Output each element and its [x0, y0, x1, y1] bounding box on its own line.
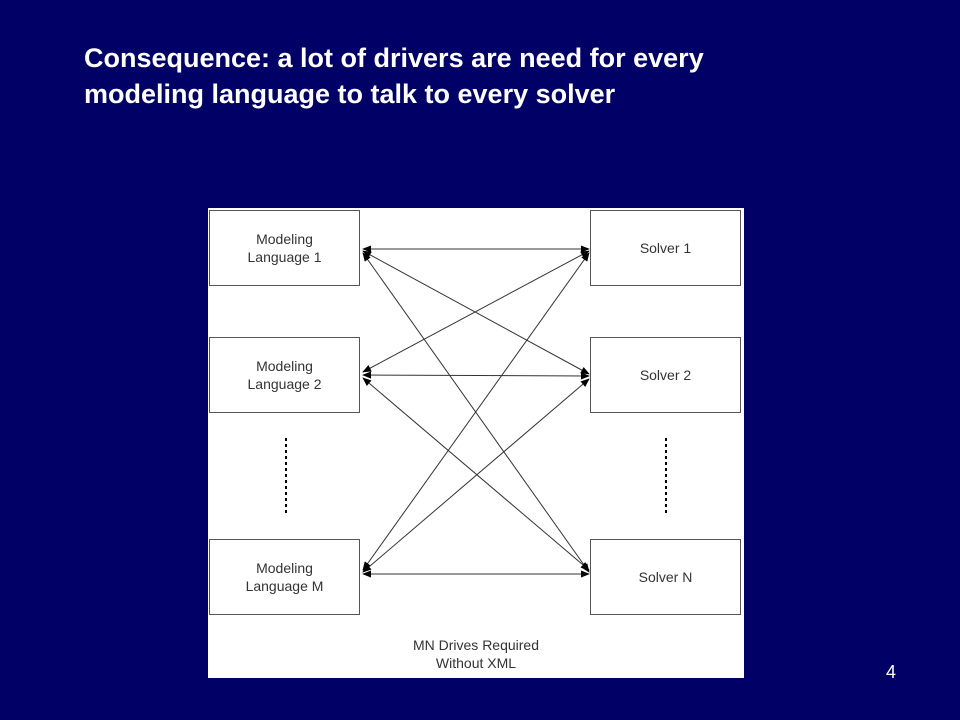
modeling-language-1-box: Modeling Language 1 [209, 210, 360, 286]
edge-langM-solver2 [362, 378, 590, 573]
modeling-language-2-box: Modeling Language 2 [209, 337, 360, 413]
slide-title: Consequence: a lot of drivers are need f… [84, 43, 704, 109]
solver-1-label: Solver 1 [639, 240, 692, 256]
edge-lang2-solverN [362, 377, 590, 571]
solver-2-label: Solver 2 [639, 367, 692, 383]
modeling-language-2-label: Modeling Language 2 [247, 358, 322, 392]
solver-1-box: Solver 1 [590, 210, 741, 286]
solver-2-box: Solver 2 [590, 337, 741, 413]
modeling-language-m-label: Modeling Language M [245, 560, 324, 594]
page-number: 4 [886, 662, 897, 682]
diagram-panel: Modeling Language 1 Modeling Language 2 … [208, 208, 744, 678]
solver-n-box: Solver N [590, 539, 741, 615]
diagram-caption: MN Drives Required Without XML [412, 637, 540, 671]
edge-lang2-solver2 [362, 371, 590, 380]
modeling-language-m-box: Modeling Language M [209, 539, 360, 615]
modeling-language-1-label: Modeling Language 1 [247, 231, 322, 265]
connection-lines [285, 245, 667, 578]
solver-n-label: Solver N [638, 569, 693, 585]
